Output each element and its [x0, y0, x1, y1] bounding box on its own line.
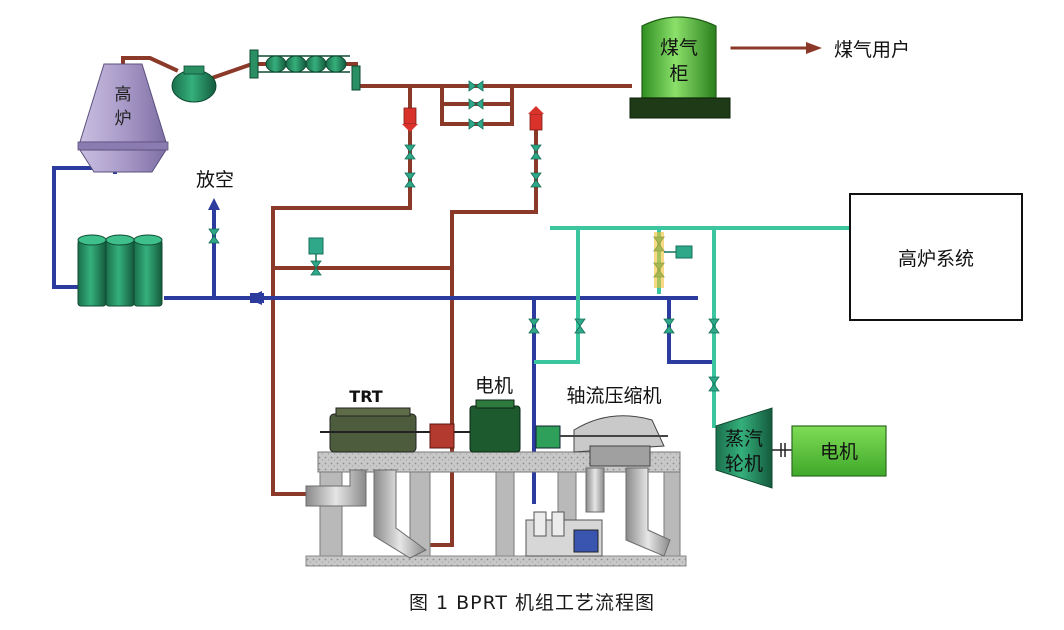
motor-right-label: 电机	[820, 441, 858, 463]
gravity-dust-catcher	[171, 65, 217, 103]
gas-holder-label-1: 煤气	[660, 37, 698, 59]
trt-label: TRT	[349, 387, 383, 406]
steam-turbine-label-2: 轮机	[725, 453, 763, 475]
blast-furnace-label-1: 高	[115, 85, 132, 105]
steam-turbine: 蒸汽 轮机	[715, 407, 773, 489]
gray-ducts	[305, 467, 671, 559]
lube-oil-station	[525, 511, 603, 557]
vent-arrow	[208, 198, 220, 210]
gas-holder: 煤气 柜	[629, 16, 731, 119]
blast-furnace: 高 炉	[77, 63, 169, 173]
gas-holder-label-2: 柜	[669, 63, 688, 85]
valves	[208, 80, 720, 392]
motor-unit-right: 电机	[791, 425, 887, 477]
axial-compressor: 轴流压缩机	[560, 385, 668, 467]
motor-unit-main: 电机	[469, 375, 521, 453]
gas-users-arrow	[806, 42, 822, 54]
motor-top-label: 电机	[475, 375, 513, 397]
bf-system-box: 高炉系统	[849, 193, 1023, 321]
turbine-coupling	[772, 443, 792, 457]
gas-users-label: 煤气用户	[834, 39, 910, 61]
bf-system-label: 高炉系统	[898, 248, 974, 270]
blast-furnace-label-2: 炉	[115, 109, 132, 129]
trt-unit: TRT	[320, 387, 472, 453]
bag-filter-unit	[249, 49, 361, 91]
air-flow-arrow-body	[250, 293, 264, 303]
steam-turbine-label-1: 蒸汽	[725, 428, 763, 450]
control-valve-actuators	[308, 232, 693, 288]
figure-caption: 图 1 BPRT 机组工艺流程图	[408, 592, 656, 614]
coupling-green	[535, 425, 561, 449]
axial-compressor-label: 轴流压缩机	[566, 385, 661, 407]
hot-blast-stoves	[77, 234, 163, 307]
vent-label: 放空	[196, 169, 234, 191]
red-check-valves	[402, 106, 544, 132]
